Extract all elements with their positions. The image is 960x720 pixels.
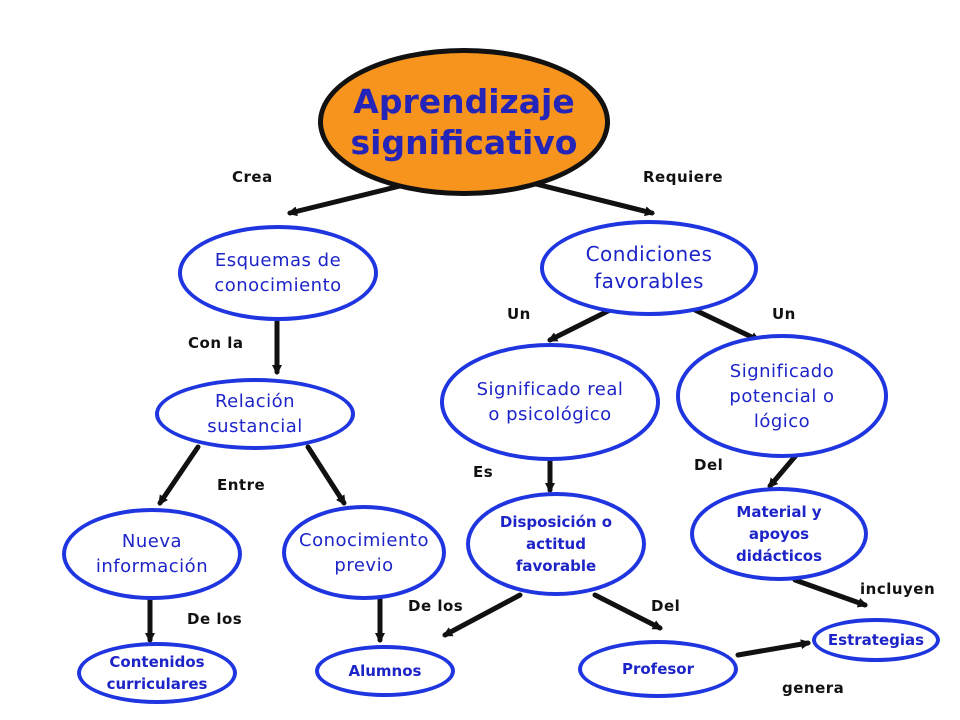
node-nueva-informacion: Nueva información (62, 508, 242, 600)
arrow-main-to-esquemas (287, 183, 403, 217)
node-alumnos: Alumnos (315, 645, 455, 697)
link-label-requiere: Requiere (643, 168, 724, 186)
node-profesor: Profesor (578, 640, 738, 698)
link-label-un-left: Un (507, 305, 531, 323)
node-condiciones-favorables: Condiciones favorables (540, 220, 758, 316)
link-label-del-mid: Del (651, 597, 681, 615)
node-material-apoyos: Material y apoyos didácticos (690, 487, 868, 581)
node-significado-real: Significado real o psicológico (440, 343, 660, 461)
arrow-material-to-estrategias (792, 577, 868, 608)
link-label-de-los-mid: De los (408, 597, 464, 615)
arrow-disposicion-to-alumnos (442, 592, 523, 638)
arrow-disposicion-to-profesor (592, 592, 663, 631)
link-label-un-right: Un (772, 305, 796, 323)
link-label-crea: Crea (232, 168, 273, 186)
link-label-con-la: Con la (188, 334, 244, 352)
node-relacion-sustancial: Relación sustancial (155, 378, 355, 450)
link-label-es: Es (473, 463, 494, 481)
link-label-genera: genera (782, 679, 845, 697)
arrow-condiciones-to-sig-potencial (692, 307, 761, 343)
node-significado-potencial: Significado potencial o lógico (676, 334, 888, 458)
arrow-condiciones-to-sig-real (547, 307, 613, 343)
node-contenidos-curriculares: Contenidos curriculares (77, 642, 237, 704)
node-esquemas-de-conocimiento: Esquemas de conocimiento (178, 225, 378, 321)
node-conocimiento-previo: Conocimiento previo (282, 505, 446, 600)
link-label-incluyen: incluyen (860, 580, 936, 598)
link-label-entre: Entre (217, 476, 266, 494)
link-label-del-top: Del (694, 456, 724, 474)
link-label-de-los-left: De los (187, 610, 243, 628)
arrow-profesor-to-estrategias (735, 639, 811, 658)
node-aprendizaje-significativo: Aprendizaje significativo (318, 48, 610, 196)
arrow-relacion-to-conocimiento (305, 444, 347, 506)
arrow-sig-potencial-to-material (767, 450, 801, 489)
node-estrategias: Estrategias (812, 618, 940, 662)
arrow-main-to-condiciones (517, 177, 655, 217)
node-disposicion: Disposición o actitud favorable (466, 492, 646, 596)
arrow-relacion-to-nueva (157, 444, 201, 506)
